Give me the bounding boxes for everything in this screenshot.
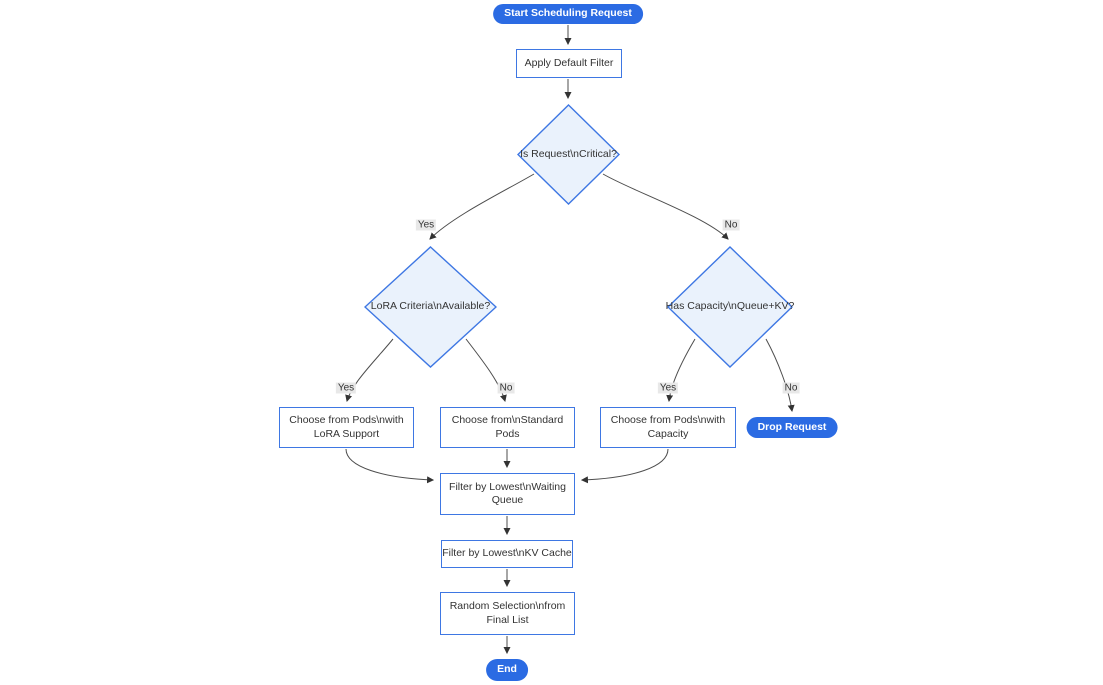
node-label: Filter by Lowest\nKV Cache xyxy=(442,547,572,560)
node-label-line-2: LoRA Support xyxy=(313,427,380,440)
node-label-line-1: Choose from Pods\nwith xyxy=(289,414,404,427)
decision-has-capacity-queue-kv: Has Capacity\nQueue+KV? xyxy=(665,246,795,368)
edge-chooselora-to-filterqueue xyxy=(345,448,435,484)
node-label-line-2: Final List xyxy=(486,613,529,626)
edge-label-capacity-no: No xyxy=(782,382,800,394)
node-label: Apply Default Filter xyxy=(524,56,614,69)
node-label-line-2: Pods xyxy=(495,427,520,440)
node-label-line-2: Queue xyxy=(491,494,524,506)
edge-critical-yes xyxy=(429,173,535,240)
diamond-shape xyxy=(364,246,497,368)
node-label: Drop Request xyxy=(757,420,827,433)
node-label: End xyxy=(497,663,517,676)
node-label-line-1: Choose from\nStandard xyxy=(451,414,564,427)
diamond-shape xyxy=(667,246,793,368)
node-label: Start Scheduling Request xyxy=(504,7,632,20)
node-random-selection-final-list: Random Selection\nfrom Final List xyxy=(440,592,575,635)
node-label-line-1: Choose from Pods\nwith xyxy=(610,414,726,427)
node-filter-lowest-waiting-queue: Filter by Lowest\nWaiting Queue xyxy=(440,473,575,515)
edge-critical-no xyxy=(602,173,729,240)
edge-choosecapacity-to-filterqueue xyxy=(580,448,669,484)
edge-label-critical-yes: Yes xyxy=(415,219,437,231)
node-choose-standard-pods: Choose from\nStandard Pods xyxy=(440,407,575,448)
edge-label-lora-yes: Yes xyxy=(335,382,357,394)
edge-capacity-no xyxy=(765,338,795,413)
node-label: Has Capacity\nQueue+KV? xyxy=(665,300,795,313)
node-label: Is Request\nCritical? xyxy=(520,147,617,160)
node-choose-pods-lora-support: Choose from Pods\nwith LoRA Support xyxy=(279,407,414,448)
decision-is-request-critical: Is Request\nCritical? xyxy=(517,104,620,205)
node-label: LoRA Criteria\nAvailable? xyxy=(370,300,491,313)
edge-lora-no xyxy=(465,338,507,403)
node-choose-pods-with-capacity: Choose from Pods\nwith Capacity xyxy=(600,407,736,448)
node-filter-lowest-kv-cache: Filter by Lowest\nKV Cache xyxy=(441,540,573,568)
node-label-line-1: Random Selection\nfrom xyxy=(449,600,566,613)
edge-label-capacity-yes: Yes xyxy=(657,382,679,394)
node-drop-request: Drop Request xyxy=(746,417,838,438)
decision-lora-criteria-available: LoRA Criteria\nAvailable? xyxy=(364,246,497,368)
node-label-line-1: Filter by Lowest\nWaiting xyxy=(449,480,566,493)
node-apply-default-filter: Apply Default Filter xyxy=(516,49,622,78)
edge-capacity-yes xyxy=(666,338,696,403)
edge-label-lora-no: No xyxy=(497,382,515,394)
node-label-line-2: Capacity xyxy=(647,427,689,440)
diamond-shape xyxy=(517,104,620,205)
edge-lora-yes xyxy=(345,338,394,403)
node-end: End xyxy=(486,659,528,681)
node-start-scheduling-request: Start Scheduling Request xyxy=(493,4,643,24)
edge-label-critical-no: No xyxy=(722,219,740,231)
